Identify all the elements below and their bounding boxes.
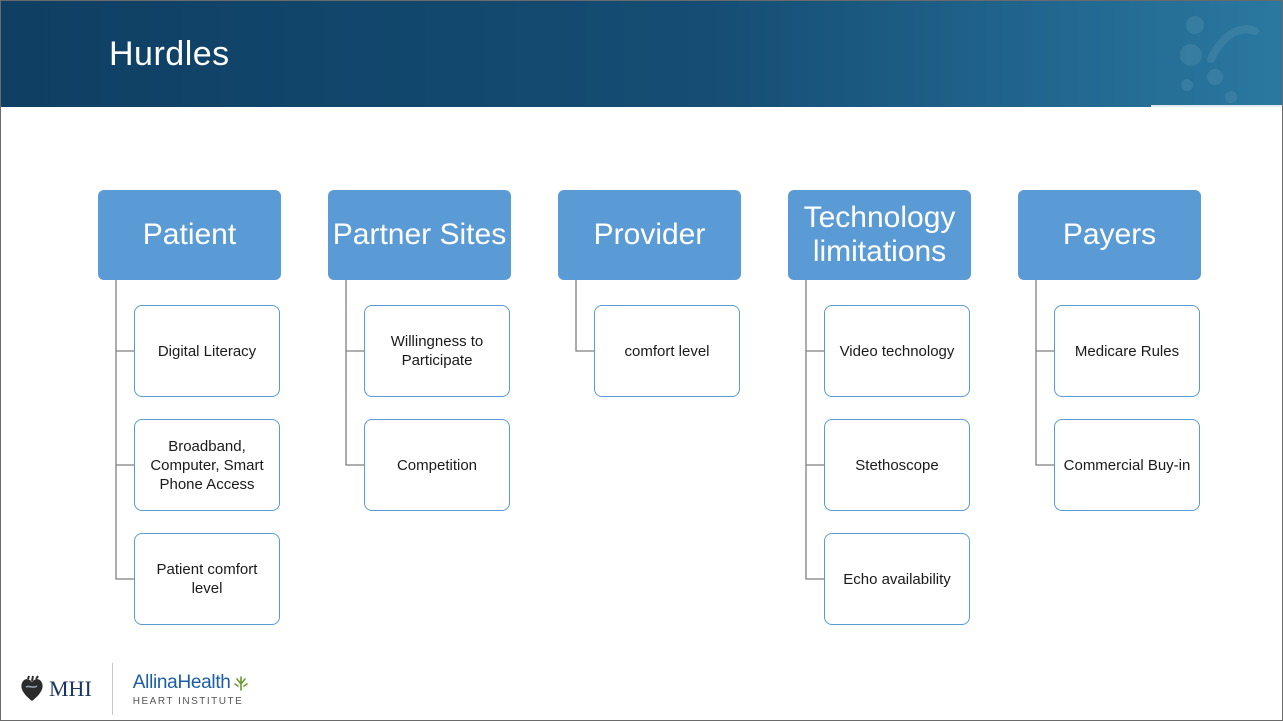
allina-logo-subtitle: HEART INSTITUTE [132,695,244,707]
decorative-dots-graphic [1180,16,1259,103]
allina-logo: AllinaHealth HEART INSTITUTE [133,672,249,707]
item-stethoscope: Stethoscope [824,419,970,511]
item-willingness: Willingness to Participate [364,305,510,397]
heading-patient: Patient [98,190,281,280]
heading-partner-sites: Partner Sites [328,190,511,280]
heart-icon [21,675,43,701]
heading-technology-limitations: Technology limitations [788,190,971,280]
title-bar: Hurdles [1,1,1282,107]
logo-divider [111,663,113,715]
item-digital-literacy: Digital Literacy [134,305,280,397]
header-accent-line [1151,105,1282,107]
heading-provider: Provider [558,190,741,280]
footer-logos: MHI AllinaHealth HEART INSTITUTE [19,661,249,717]
item-video-technology: Video technology [824,305,970,397]
item-echo-availability: Echo availability [824,533,970,625]
item-broadband-access: Broadband, Computer, Smart Phone Access [134,419,280,511]
slide-title: Hurdles [109,35,230,73]
item-comfort-level: comfort level [594,305,740,397]
allina-logo-name: AllinaHealth [132,671,231,693]
tree-icon [233,675,248,691]
item-competition: Competition [364,419,510,511]
item-commercial-buy-in: Commercial Buy-in [1054,419,1200,511]
item-medicare-rules: Medicare Rules [1054,305,1200,397]
heading-payers: Payers [1018,190,1201,280]
mhi-logo-text: MHI [49,676,92,701]
item-patient-comfort: Patient comfort level [134,533,280,625]
